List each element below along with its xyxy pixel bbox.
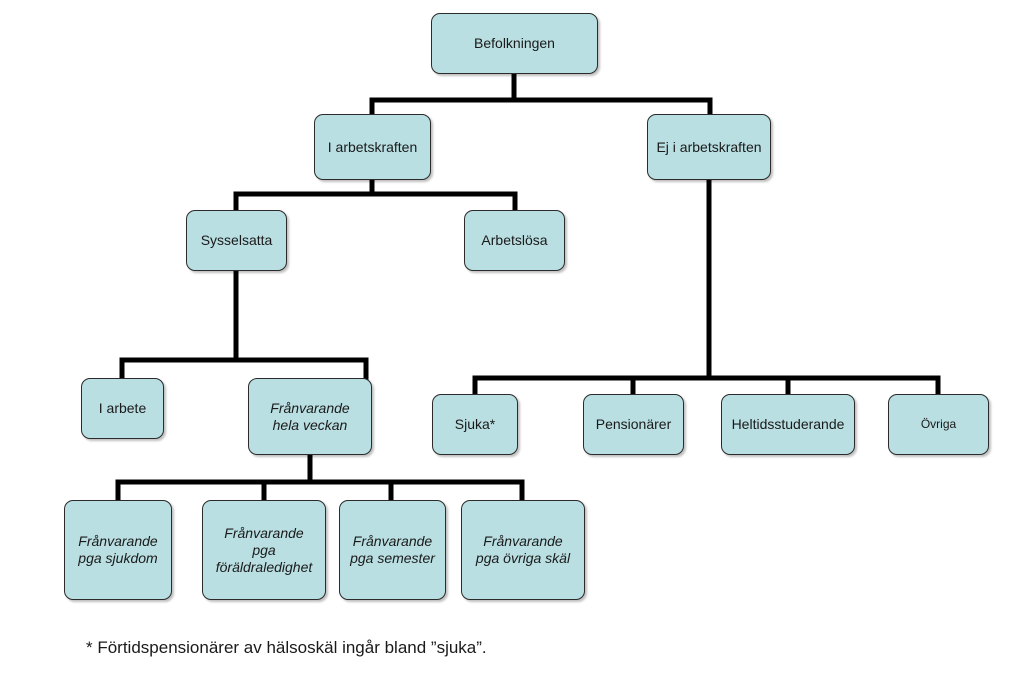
node-sjuka: Sjuka* [432, 394, 518, 455]
node-befolkningen: Befolkningen [431, 13, 598, 74]
connector-franvarande [115, 452, 525, 503]
node-i-arbetskraften: I arbetskraften [314, 114, 431, 180]
connector-ej-i-arbetskraften [472, 177, 941, 397]
node-i-arbete: I arbete [81, 378, 164, 439]
node-arbetslosa: Arbetslösa [464, 210, 565, 271]
node-franvarande-hela-veckan: Frånvarande hela veckan [248, 378, 372, 455]
node-sysselsatta: Sysselsatta [186, 210, 287, 271]
node-franvarande-semester: Frånvarande pga semester [339, 500, 446, 600]
connector-i-arbetskraften [233, 177, 518, 213]
connector-befolkningen [369, 71, 713, 117]
node-franvarande-sjukdom: Frånvarande pga sjukdom [64, 500, 172, 600]
node-ej-i-arbetskraften: Ej i arbetskraften [647, 114, 771, 180]
node-franvarande-foraldraledighet: Frånvarande pga föräldraledighet [202, 500, 326, 600]
node-pensionarer: Pensionärer [583, 394, 684, 455]
node-ovriga: Övriga [888, 394, 989, 455]
node-heltidsstuderande: Heltidsstuderande [721, 394, 855, 455]
connector-sysselsatta [119, 268, 369, 381]
node-franvarande-ovriga: Frånvarande pga övriga skäl [461, 500, 585, 600]
footnote: * Förtidspensionärer av hälsoskäl ingår … [86, 638, 487, 657]
